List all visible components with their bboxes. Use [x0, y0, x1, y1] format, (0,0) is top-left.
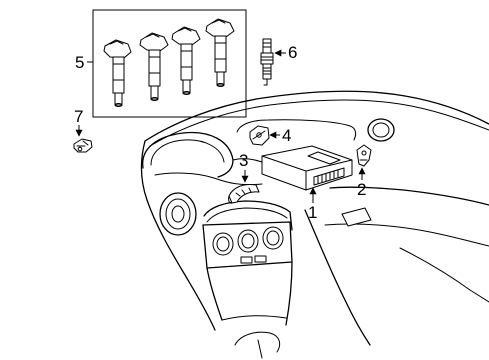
- dash-face-line: [154, 172, 263, 186]
- console-upper: [203, 200, 293, 231]
- ecm-module: [261, 145, 353, 191]
- climate-button-1: [240, 256, 253, 264]
- ignition-coil-3: [171, 26, 201, 95]
- ignition-coil-4: [205, 18, 235, 87]
- callout-1: 1: [308, 203, 317, 222]
- glovebox-handle: [341, 207, 372, 227]
- sensor-bracket: [356, 144, 372, 167]
- left-vent: [159, 192, 197, 236]
- climate-knob-1: [212, 232, 234, 256]
- callout-3: 3: [239, 151, 248, 170]
- dash-left-edge: [140, 140, 216, 331]
- small-bracket: [249, 125, 270, 146]
- callout-4: 4: [282, 126, 291, 145]
- clip-bracket: [228, 184, 260, 204]
- spark-plug: [260, 38, 274, 86]
- coil-group-box: [92, 9, 247, 118]
- dash-top-inner: [149, 99, 489, 147]
- knock-sensor: [73, 138, 93, 153]
- climate-knob-3: [262, 226, 284, 250]
- callout-2: 2: [357, 180, 366, 199]
- meter-hood: [142, 131, 234, 178]
- center-pocket: [236, 119, 357, 141]
- dash-top-edge: [144, 90, 489, 142]
- callout-7: 7: [74, 107, 83, 126]
- climate-button-2: [254, 255, 267, 263]
- dash-right-lower: [304, 209, 371, 346]
- callout-5: 5: [75, 53, 84, 72]
- right-vent: [367, 118, 395, 142]
- climate-panel: [202, 221, 293, 269]
- ignition-coil-2: [139, 32, 169, 101]
- callout-6: 6: [288, 43, 297, 62]
- ignition-coil-group: [92, 9, 247, 118]
- climate-knob-2: [237, 229, 259, 253]
- ignition-coil-1: [103, 39, 132, 107]
- dash-right-body: [329, 186, 489, 206]
- dashboard: [140, 90, 489, 359]
- console-lower: [206, 261, 293, 326]
- shifter-area: [234, 331, 281, 359]
